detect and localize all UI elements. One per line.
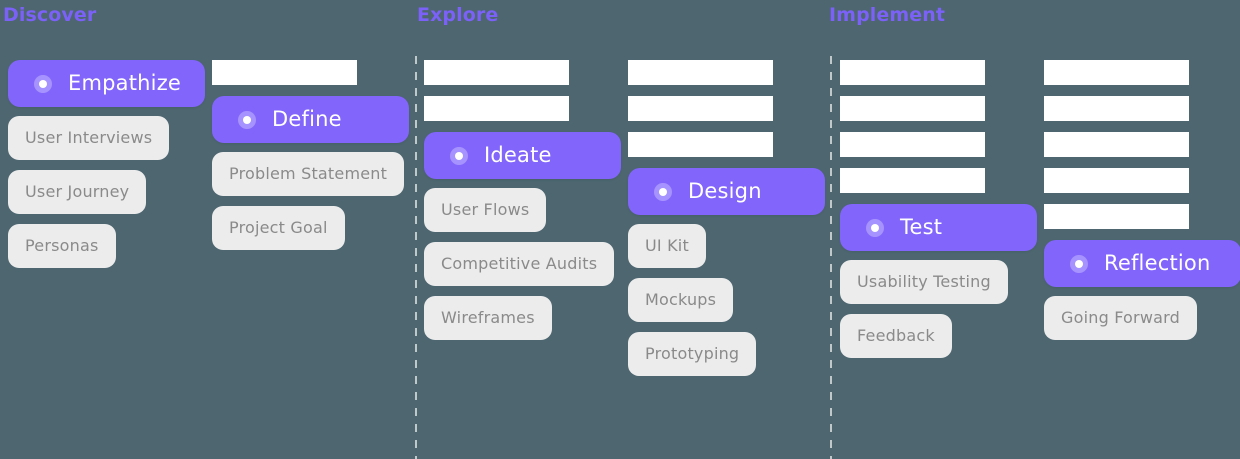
- task-chip-row: Prototyping: [628, 332, 828, 386]
- stage-card-empathize[interactable]: Empathize: [8, 60, 205, 107]
- stage-card-label: Test: [900, 215, 943, 239]
- radio-filled-icon: [34, 74, 52, 93]
- task-chip[interactable]: Project Goal: [212, 206, 345, 250]
- spacer-row: [1044, 204, 1189, 229]
- task-chip[interactable]: User Flows: [424, 188, 547, 232]
- stage-card-label: Reflection: [1104, 251, 1211, 275]
- task-chip-row: Usability Testing: [840, 260, 1040, 314]
- task-chip[interactable]: Wireframes: [424, 296, 552, 340]
- task-chip-row: Personas: [8, 224, 208, 278]
- task-chip-row: Going Forward: [1044, 296, 1240, 350]
- task-chip-row: Problem Statement: [212, 152, 412, 206]
- stage-card-label: Ideate: [484, 143, 552, 167]
- stage-card-ideate[interactable]: Ideate: [424, 132, 621, 179]
- task-chip-row: Project Goal: [212, 206, 412, 260]
- spacer-row: [628, 60, 773, 85]
- spacer-row: [1044, 168, 1189, 193]
- task-chip[interactable]: User Interviews: [8, 116, 170, 160]
- phase-heading-explore: Explore: [417, 4, 499, 26]
- task-chip-row: User Interviews: [8, 116, 208, 170]
- spacer-row: [840, 96, 985, 121]
- stage-card-reflection[interactable]: Reflection: [1044, 240, 1240, 287]
- task-chip-row: Feedback: [840, 314, 1040, 368]
- task-chip-row: Mockups: [628, 278, 828, 332]
- radio-filled-icon: [866, 218, 884, 237]
- stage-card-label: Empathize: [68, 71, 182, 95]
- task-chip[interactable]: User Journey: [8, 170, 147, 214]
- spacer-row: [628, 96, 773, 121]
- stage-card-label: Define: [272, 107, 342, 131]
- task-chip[interactable]: Problem Statement: [212, 152, 405, 196]
- spacer-row: [840, 168, 985, 193]
- task-chip-row: User Flows: [424, 188, 624, 242]
- phase-heading-discover: Discover: [3, 4, 97, 26]
- task-chip-row: Wireframes: [424, 296, 624, 350]
- task-chip-row: Competitive Audits: [424, 242, 624, 296]
- stage-card-label: Design: [688, 179, 762, 203]
- spacer-row: [424, 60, 569, 85]
- task-chip[interactable]: Feedback: [840, 314, 952, 358]
- task-chip[interactable]: Going Forward: [1044, 296, 1197, 340]
- task-chip[interactable]: UI Kit: [628, 224, 706, 268]
- divider-2: [830, 56, 832, 459]
- spacer-row: [424, 96, 569, 121]
- stage-card-test[interactable]: Test: [840, 204, 1037, 251]
- divider-1: [415, 56, 417, 459]
- spacer-row: [212, 60, 357, 85]
- task-chip-row: UI Kit: [628, 224, 828, 278]
- spacer-row: [840, 132, 985, 157]
- radio-filled-icon: [238, 110, 256, 129]
- spacer-row: [1044, 60, 1189, 85]
- task-chip[interactable]: Personas: [8, 224, 116, 268]
- spacer-row: [628, 132, 773, 157]
- task-chip-row: User Journey: [8, 170, 208, 224]
- stage-card-define[interactable]: Define: [212, 96, 409, 143]
- radio-filled-icon: [450, 146, 468, 165]
- spacer-row: [1044, 96, 1189, 121]
- task-chip[interactable]: Prototyping: [628, 332, 757, 376]
- stage-card-design[interactable]: Design: [628, 168, 825, 215]
- phase-heading-implement: Implement: [829, 4, 946, 26]
- spacer-row: [1044, 132, 1189, 157]
- radio-filled-icon: [654, 182, 672, 201]
- task-chip[interactable]: Competitive Audits: [424, 242, 615, 286]
- task-chip[interactable]: Usability Testing: [840, 260, 1008, 304]
- spacer-row: [840, 60, 985, 85]
- radio-filled-icon: [1070, 254, 1088, 273]
- task-chip[interactable]: Mockups: [628, 278, 734, 322]
